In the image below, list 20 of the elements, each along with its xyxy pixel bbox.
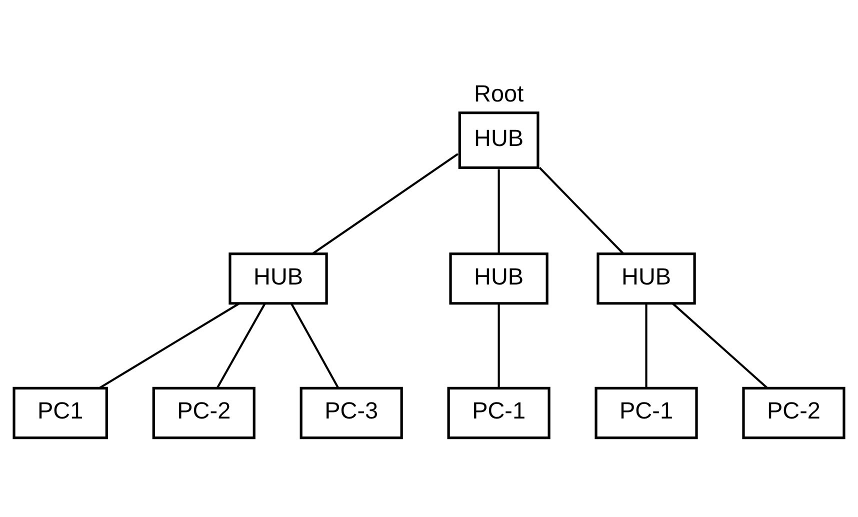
node-box: PC-2 bbox=[152, 386, 256, 439]
connector bbox=[645, 302, 648, 388]
node-box: PC-1 bbox=[594, 386, 698, 439]
connector bbox=[290, 302, 340, 388]
node-box: PC1 bbox=[12, 386, 108, 439]
node-box: HUB bbox=[449, 252, 548, 304]
node-box: HUB bbox=[458, 111, 540, 168]
node-box: PC-2 bbox=[742, 386, 846, 439]
node-box: PC-1 bbox=[447, 386, 550, 439]
node-box: HUB bbox=[228, 252, 328, 304]
connector bbox=[498, 302, 500, 388]
connector bbox=[98, 302, 240, 388]
node-box: PC-3 bbox=[300, 386, 403, 439]
connector bbox=[538, 166, 624, 254]
connector bbox=[672, 302, 768, 388]
connector bbox=[312, 152, 458, 254]
node-label: Root bbox=[474, 80, 524, 106]
node-box: HUB bbox=[596, 252, 696, 304]
connector bbox=[216, 302, 266, 388]
connector bbox=[498, 168, 500, 254]
